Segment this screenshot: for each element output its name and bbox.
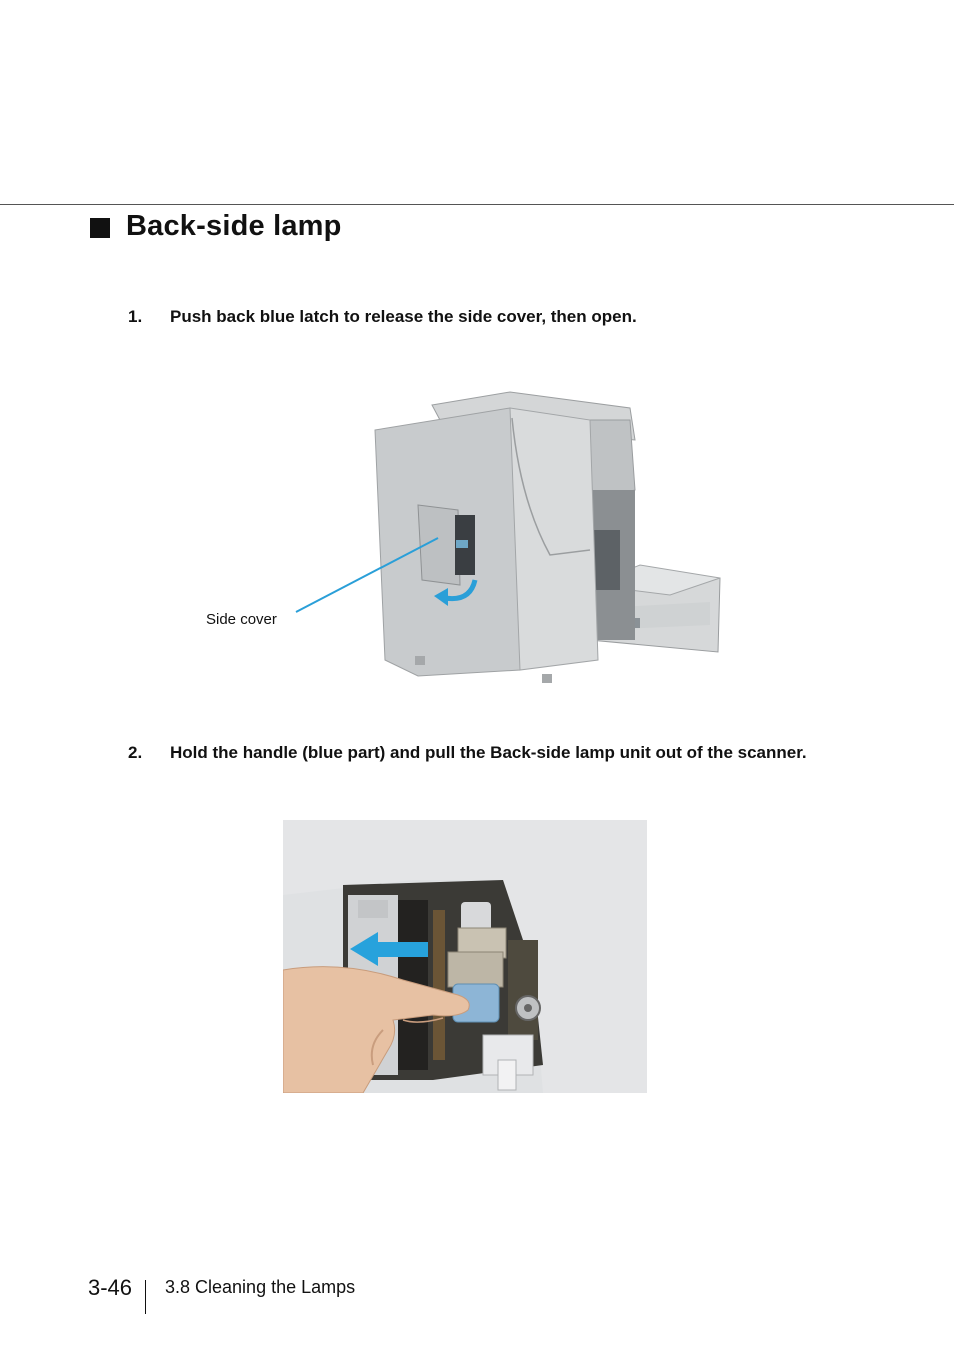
lamp-removal-illustration [282, 820, 647, 1094]
footer-section-name: 3.8 Cleaning the Lamps [165, 1277, 356, 1297]
scanner-illustration [295, 391, 721, 683]
section-title: Back-side lamp [126, 210, 342, 242]
callout-line [295, 537, 439, 613]
lamp-unit-removal-photo [282, 820, 647, 1094]
step-1: 1. Push back blue latch to release the s… [128, 305, 830, 328]
page-number: 3-46 [88, 1275, 133, 1300]
top-rule [0, 204, 954, 205]
section-heading: Back-side lamp [90, 210, 342, 243]
step-number: 1. [128, 307, 143, 326]
side-cover-callout: Side cover [206, 611, 277, 628]
scanner-side-cover-figure: Side cover [190, 380, 730, 700]
step-text: Push back blue latch to release the side… [170, 307, 637, 326]
step-text: Hold the handle (blue part) and pull the… [170, 743, 807, 762]
step-number: 2. [128, 743, 143, 762]
black-square-icon [90, 217, 110, 238]
step-2: 2. Hold the handle (blue part) and pull … [128, 741, 830, 764]
footer-divider [145, 1280, 146, 1314]
